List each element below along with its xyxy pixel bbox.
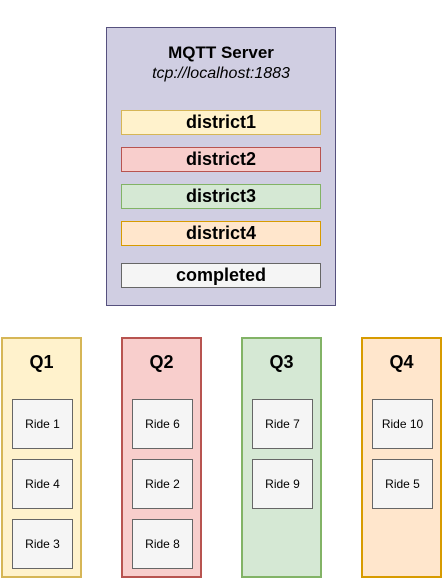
topic-label: district3 [185,186,257,206]
topic-label: district1 [185,112,257,132]
topic-label: district4 [185,223,257,243]
queue-q4: Q4 Ride 10 Ride 5 [361,337,442,578]
topic-district1: district1 [121,110,321,135]
queue-label: Q4 [389,352,414,372]
ride-card: Ride 7 [252,399,313,449]
topic-label: completed [175,265,267,285]
topic-district4: district4 [121,221,321,246]
mqtt-server-box: MQTT Server tcp://localhost:1883 distric… [106,27,336,306]
ride-card: Ride 5 [372,459,433,509]
ride-card: Ride 1 [12,399,73,449]
ride-card: Ride 9 [252,459,313,509]
ride-card: Ride 6 [132,399,193,449]
ride-card: Ride 3 [12,519,73,569]
topic-district3: district3 [121,184,321,209]
ride-card: Ride 10 [372,399,433,449]
queue-q3: Q3 Ride 7 Ride 9 [241,337,322,578]
queue-label: Q1 [29,352,54,372]
queue-q1: Q1 Ride 1 Ride 4 Ride 3 [1,337,82,578]
queue-label: Q2 [149,352,174,372]
ride-card: Ride 8 [132,519,193,569]
queue-q2: Q2 Ride 6 Ride 2 Ride 8 [121,337,202,578]
ride-card: Ride 4 [12,459,73,509]
topic-completed: completed [121,263,321,288]
server-url: tcp://localhost:1883 [152,65,290,82]
ride-card: Ride 2 [132,459,193,509]
queue-label: Q3 [269,352,294,372]
topic-label: district2 [185,149,257,169]
topic-district2: district2 [121,147,321,172]
server-title: MQTT Server [168,43,274,62]
